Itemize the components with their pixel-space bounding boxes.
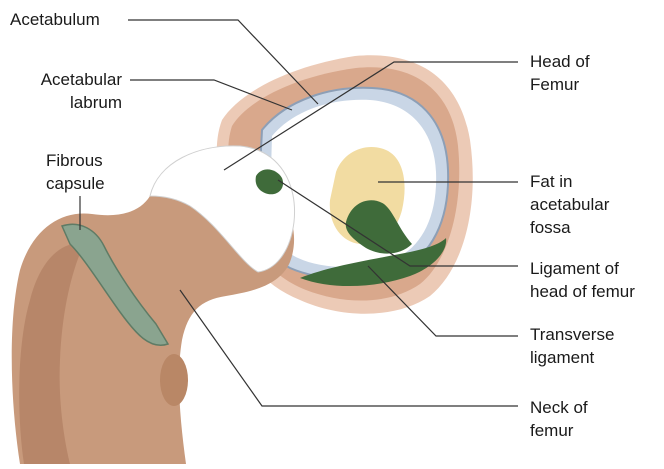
label-neck-of-femur-line2: femur [530,420,573,441]
label-head-of-femur-line2: Femur [530,74,579,95]
label-acetabulum: Acetabulum [10,9,100,30]
label-transverse-ligament-line1: Transverse [530,324,614,345]
label-fat-line2: acetabular [530,194,609,215]
label-acetabular-labrum-line2: labrum [18,92,122,113]
label-ligament-of-head-line1: Ligament of [530,258,619,279]
label-head-of-femur-line1: Head of [530,51,590,72]
label-neck-of-femur-line1: Neck of [530,397,588,418]
label-fat-line3: fossa [530,217,571,238]
label-transverse-ligament-line2: ligament [530,347,594,368]
label-ligament-of-head-line2: head of femur [530,281,635,302]
label-fat-line1: Fat in [530,171,573,192]
lesser-trochanter [160,354,188,406]
label-fibrous-capsule-line1: Fibrous [46,150,103,171]
label-fibrous-capsule-line2: capsule [46,173,105,194]
label-acetabular-labrum-line1: Acetabular [18,69,122,90]
